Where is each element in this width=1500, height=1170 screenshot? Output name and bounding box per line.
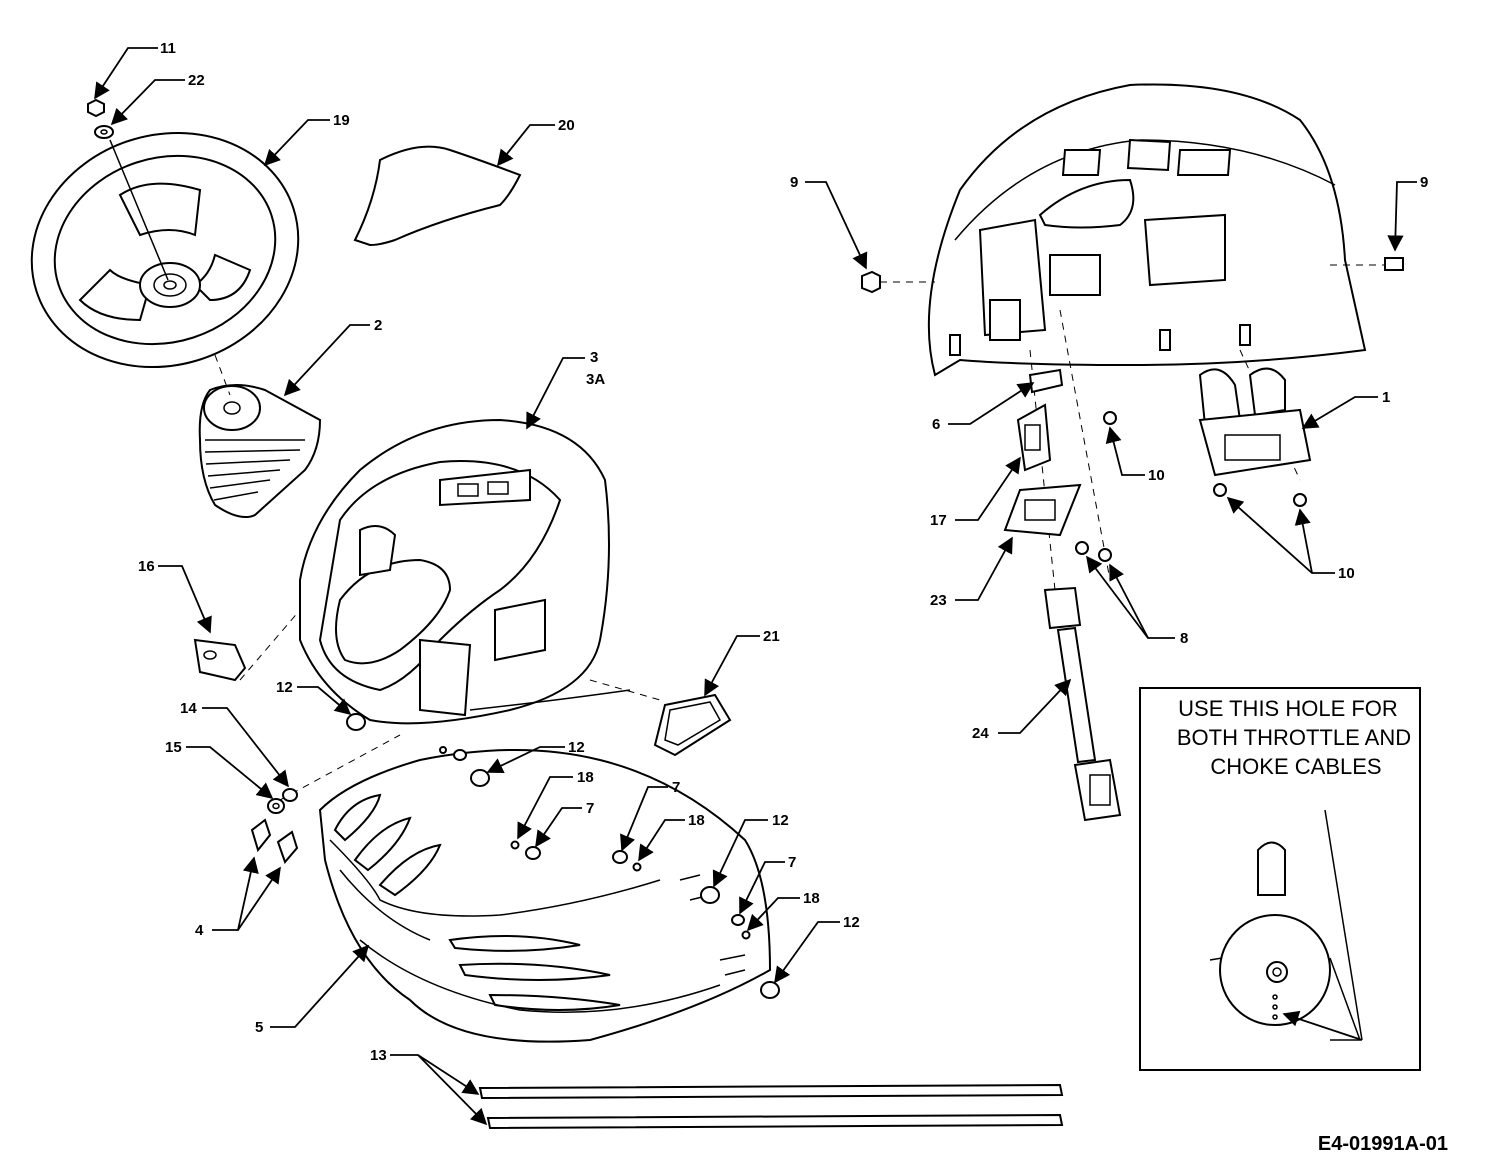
- callout-21: 21: [763, 628, 780, 645]
- module-switch: [1016, 403, 1052, 472]
- callout-7-right-upper: 7: [672, 779, 680, 796]
- note-line-1: USE THIS HOLE FOR: [1178, 696, 1398, 721]
- leader-lines: [94, 47, 1417, 1126]
- callout-12-mid: 12: [568, 739, 585, 756]
- callout-6: 6: [932, 416, 940, 433]
- steering-wheel: [30, 131, 300, 369]
- wheel-insert: [353, 145, 522, 247]
- callout-3a: 3A: [586, 371, 605, 388]
- note-line-3: CHOKE CABLES: [1210, 754, 1381, 779]
- drawing-code: E4-01991A-01: [1318, 1133, 1448, 1155]
- callout-3: 3: [590, 349, 598, 366]
- callout-9-right: 9: [1420, 174, 1428, 191]
- callout-22: 22: [188, 72, 205, 89]
- callout-13: 13: [370, 1047, 387, 1064]
- mount-bracket: [1028, 368, 1064, 394]
- callout-18-right-upper: 18: [688, 812, 705, 829]
- callout-23: 23: [930, 592, 947, 609]
- callout-16: 16: [138, 558, 155, 575]
- wire-harness: [1043, 586, 1122, 822]
- dash-rear-housing: [927, 83, 1367, 377]
- lens: [653, 693, 732, 757]
- bolts: [861, 257, 1404, 294]
- note-line-2: BOTH THROTTLE AND: [1177, 725, 1411, 750]
- callout-14: 14: [180, 700, 197, 717]
- callout-labels: 11 22 19 20 2 3 3A 16 12 14 15 12 18 7 2…: [138, 40, 1428, 1064]
- key-switch: [193, 638, 247, 682]
- note-inset: USE THIS HOLE FOR BOTH THROTTLE AND CHOK…: [1139, 687, 1421, 1071]
- callout-12-right-upper: 12: [772, 812, 789, 829]
- trim-strips: [478, 1083, 1064, 1130]
- callout-1: 1: [1382, 389, 1390, 406]
- screws: [1075, 411, 1307, 562]
- callout-12-right-lower: 12: [843, 914, 860, 931]
- brackets: [250, 818, 299, 864]
- front-cover: [318, 749, 772, 1043]
- steering-boot: [198, 384, 322, 518]
- callout-2: 2: [374, 317, 382, 334]
- callout-12-left: 12: [276, 679, 293, 696]
- callout-20: 20: [558, 117, 575, 134]
- callout-17: 17: [930, 512, 947, 529]
- callout-18-right-lower: 18: [803, 890, 820, 907]
- callout-19: 19: [333, 112, 350, 129]
- callout-9-left: 9: [790, 174, 798, 191]
- washer: [94, 125, 114, 139]
- hex-nut: [87, 98, 105, 118]
- callout-10-lower: 10: [1338, 565, 1355, 582]
- mount-plate: [1003, 483, 1082, 537]
- throttle-control: [1198, 367, 1312, 477]
- callout-7-mid: 7: [586, 800, 594, 817]
- callout-15: 15: [165, 739, 182, 756]
- callout-8: 8: [1180, 630, 1188, 647]
- callout-5: 5: [255, 1019, 263, 1036]
- hardware-clips: [267, 713, 780, 999]
- callout-10-upper: 10: [1148, 467, 1165, 484]
- dash-panel: [299, 418, 631, 725]
- callout-24: 24: [972, 725, 989, 742]
- callout-4: 4: [195, 922, 204, 939]
- callout-7-right-lower: 7: [788, 854, 796, 871]
- callout-18-mid: 18: [577, 769, 594, 786]
- callout-11: 11: [160, 40, 176, 57]
